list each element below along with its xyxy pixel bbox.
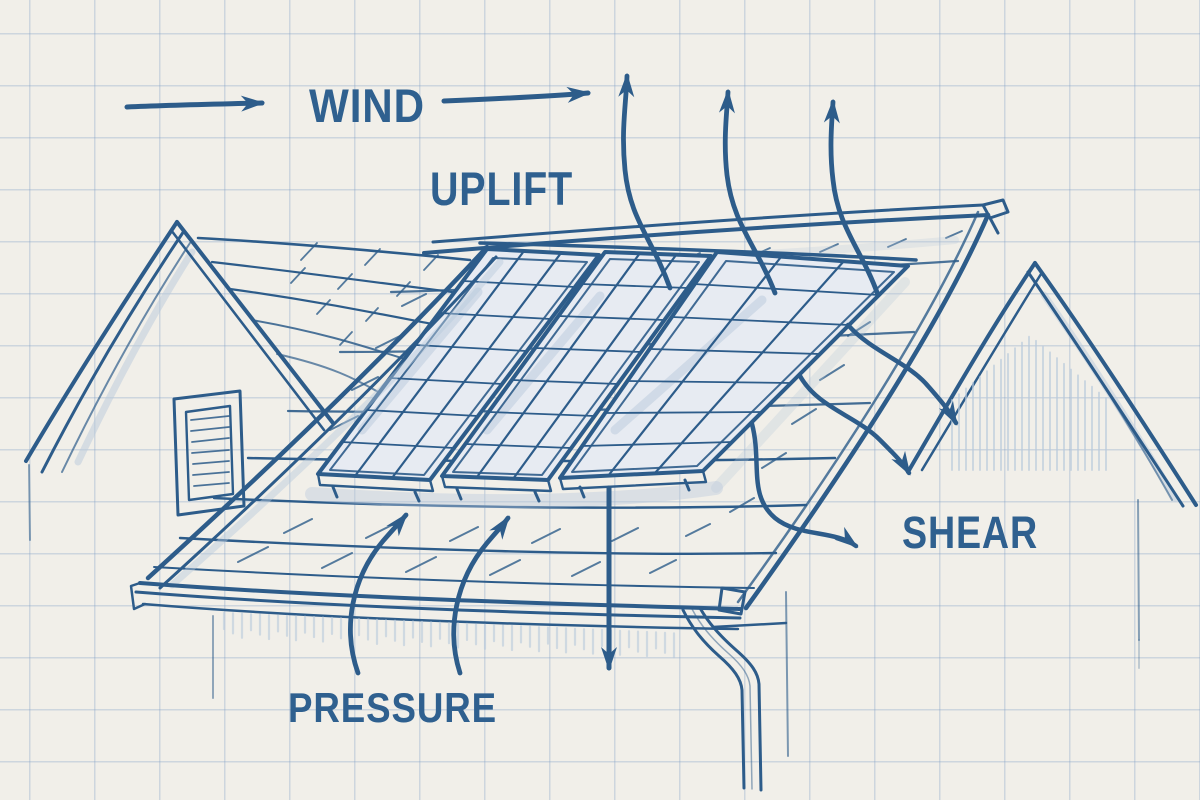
shear-arrow-3 <box>749 421 859 549</box>
eave-shadow-hatch <box>222 611 676 659</box>
gutter-end-cap <box>717 586 747 616</box>
uplift-label: UPLIFT <box>430 162 573 215</box>
shingle-ticks-lower <box>237 518 711 577</box>
left-gable <box>24 220 335 541</box>
shingle-ticks-right <box>729 321 871 513</box>
panel-feet <box>455 487 541 503</box>
ridge-line <box>422 213 990 255</box>
panel-feet <box>578 478 691 499</box>
shear-arrow-2 <box>797 373 912 476</box>
right-gable <box>906 261 1198 669</box>
panel-grid-rows <box>581 283 880 447</box>
gutter-downspout <box>212 586 789 792</box>
right-rake-edge <box>743 212 991 611</box>
pressure-label: PRESSURE <box>288 684 497 731</box>
pressure-arrow-1 <box>348 512 409 676</box>
vent-louver-slats <box>190 415 230 487</box>
wind-label: WIND <box>309 79 425 132</box>
uplift-arrow-3 <box>823 99 881 298</box>
right-wall-line <box>1137 499 1140 641</box>
shear-arrow-1 <box>845 322 959 426</box>
labels: WIND UPLIFT SHEAR PRESSURE <box>288 79 1038 731</box>
left-rake-edge <box>145 244 490 581</box>
frieze-line <box>711 621 788 629</box>
force-arrows <box>124 73 959 676</box>
shingle-ticks-left <box>329 293 427 431</box>
wall-corner-line <box>785 591 789 757</box>
solar-panel-array <box>316 241 918 503</box>
panel-grid-rows <box>341 280 576 449</box>
eave-fascia <box>138 581 742 611</box>
panel-side-rail <box>440 474 553 493</box>
wind-arrow-right <box>441 86 591 104</box>
gable-vent-window <box>172 389 246 517</box>
panel-grid-columns <box>475 251 678 481</box>
solar-panel-2 <box>440 250 713 503</box>
gable-shadow-hatch <box>951 335 1107 471</box>
panel-feet <box>331 485 421 503</box>
uplift-arrow-2 <box>718 89 778 296</box>
panel-grid-rows <box>464 283 689 449</box>
panel-side-rail <box>558 469 708 491</box>
shear-label: SHEAR <box>902 507 1038 558</box>
roof-edges <box>129 198 1010 631</box>
pressure-arrow-2 <box>451 515 511 676</box>
panel-grid-columns <box>606 255 846 478</box>
back-roof-shingle-ticks <box>290 242 439 346</box>
panel-grid-columns <box>353 249 563 480</box>
panel-side-rail <box>316 472 435 493</box>
uplift-arrow-1 <box>618 73 673 291</box>
back-roof-section <box>196 236 472 397</box>
solar-panel-1 <box>316 247 601 503</box>
solar-panel-3 <box>558 250 910 499</box>
wind-arrow-left <box>124 95 265 112</box>
